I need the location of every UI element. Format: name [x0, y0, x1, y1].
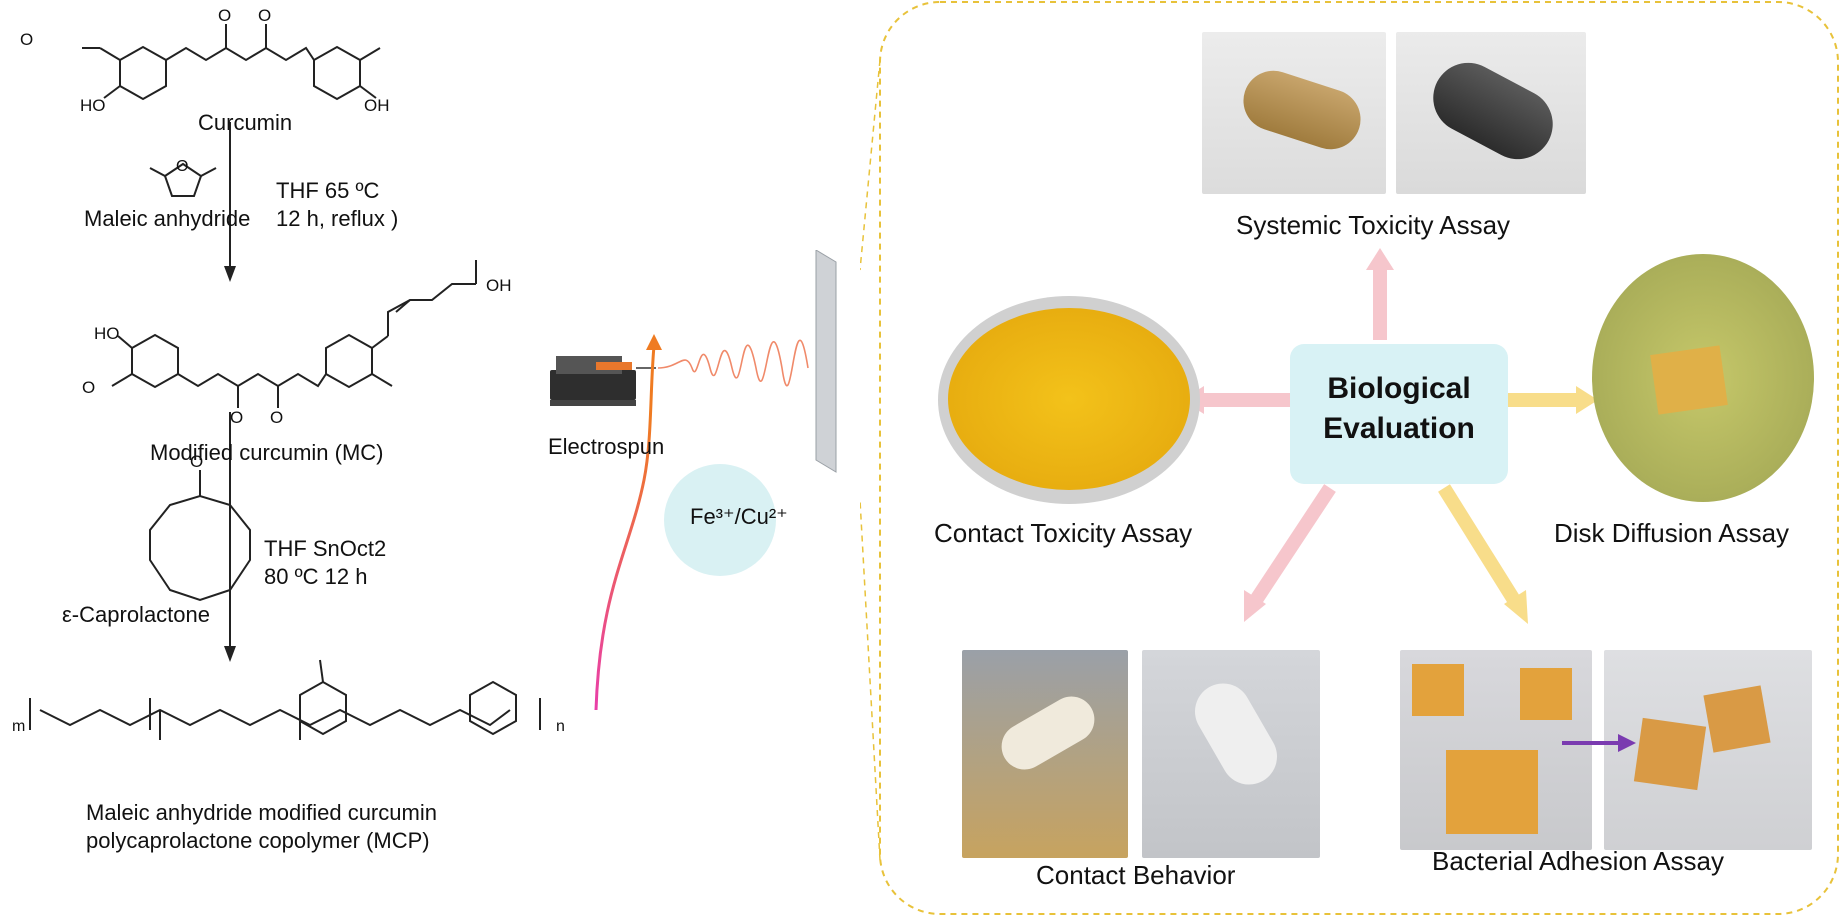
fiber-spiral [657, 339, 809, 387]
disk-diffusion-caption: Disk Diffusion Assay [1554, 518, 1790, 548]
maleic-anhydride-structure [149, 162, 217, 197]
mc-label: Modified curcumin (MC) [150, 440, 384, 465]
dead-larva-icon [1420, 50, 1566, 172]
mcp-structure [29, 659, 541, 740]
electrospun-label: Electrospun [548, 434, 665, 459]
contact-toxicity-caption: Contact Toxicity Assay [934, 518, 1193, 548]
atom-label: OH [364, 96, 390, 115]
center-title-line1: Biological [1327, 372, 1471, 405]
disk-diffusion-photo [1592, 254, 1814, 502]
arrow-right [1500, 386, 1598, 414]
mcp-m-label: m [12, 718, 26, 735]
adhesion-arrow [1562, 734, 1636, 752]
bacterial-photo-after [1604, 650, 1812, 850]
contact-toxicity-photo [938, 296, 1200, 504]
electrospin-arrow [594, 345, 656, 711]
caprolactone-structure [149, 470, 251, 602]
atom-label: HO [94, 324, 120, 343]
atom-label: HO [80, 96, 106, 115]
step2-conditions-1: THF SnOct2 [264, 536, 387, 561]
sample-square [1446, 750, 1538, 834]
atom-label: O [230, 408, 244, 427]
test-disk-icon [1650, 345, 1728, 415]
pupa-icon [1184, 673, 1288, 795]
mcp-label-2: polycaprolactone copolymer (MCP) [86, 828, 430, 853]
collector-plate [815, 250, 837, 473]
atom-label: O [20, 30, 34, 49]
atom-label: O [218, 6, 232, 25]
systemic-photo-alive [1202, 32, 1386, 194]
synthesis-scheme [29, 24, 541, 740]
systemic-caption: Systemic Toxicity Assay [1236, 210, 1511, 240]
atom-label: O [82, 378, 96, 397]
bacterial-photo-before [1400, 650, 1592, 850]
bacterial-caption: Bacterial Adhesion Assay [1432, 846, 1724, 876]
sample-square [1520, 668, 1572, 720]
maleic-anhydride-label: Maleic anhydride [84, 206, 251, 231]
caprolactone-label: ε-Caprolactone [62, 602, 210, 627]
step1-conditions-1: THF 65 ºC [276, 178, 380, 203]
contact-behavior-photo-2 [1142, 650, 1320, 858]
contact-behavior-caption: Contact Behavior [1036, 860, 1236, 890]
curcumin-label: Curcumin [198, 110, 293, 135]
center-title-line2: Evaluation [1323, 412, 1475, 445]
ion-circle [664, 464, 776, 576]
step1-conditions-2: 12 h, reflux ) [276, 206, 399, 231]
arrow-down-left [1244, 484, 1336, 622]
syringe-pump-icon [550, 356, 656, 406]
atom-label: O [258, 6, 272, 25]
systemic-photo-dead [1396, 32, 1586, 194]
arrow-down-right [1438, 484, 1528, 624]
mc-structure [111, 260, 477, 408]
mcp-label-1: Maleic anhydride modified curcumin [86, 800, 437, 825]
electrospinning-diagram [550, 250, 837, 711]
larva-icon [1235, 62, 1369, 158]
atom-label: O [270, 408, 284, 427]
curcumin-structure [82, 24, 381, 101]
sample-square [1633, 717, 1707, 791]
ions-label: Fe³⁺/Cu²⁺ [690, 504, 788, 529]
sample-square [1412, 664, 1464, 716]
mcp-n-label: n [556, 718, 565, 735]
petri-dish-icon [948, 308, 1190, 490]
larva-icon [993, 688, 1103, 778]
center-box [1290, 344, 1508, 484]
sample-square [1703, 685, 1771, 753]
step2-conditions-2: 80 ºC 12 h [264, 564, 368, 589]
arrow-up [1366, 248, 1394, 340]
contact-behavior-photo-1 [962, 650, 1128, 858]
atom-label: OH [486, 276, 512, 295]
atom-label: O [190, 452, 204, 471]
atom-label: O [176, 158, 189, 175]
